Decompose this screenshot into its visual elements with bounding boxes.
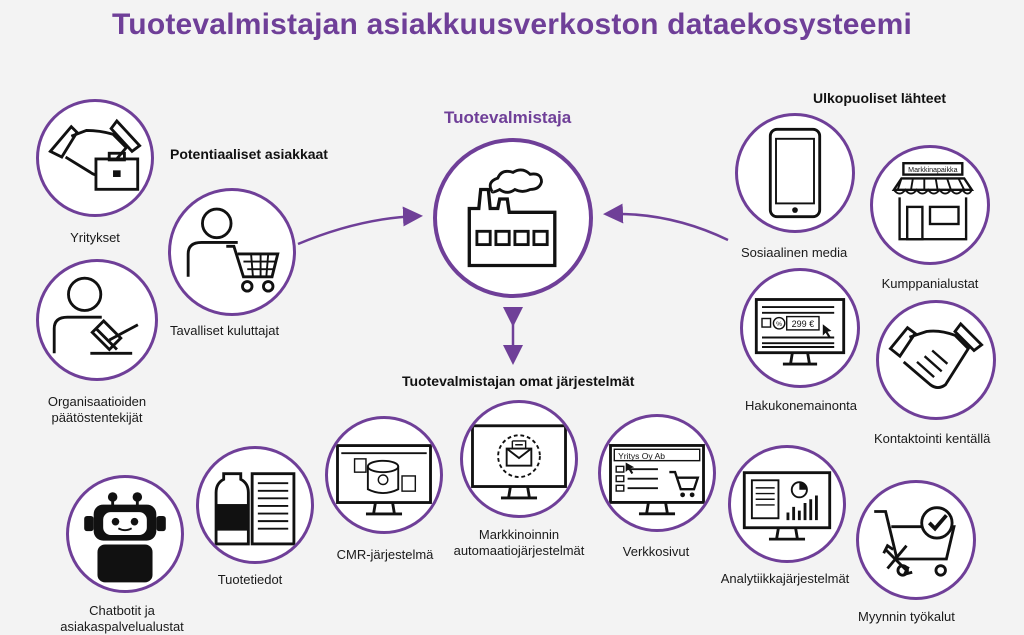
- chatbots-label: Chatbotit ja asiakaspalvelualustat: [60, 603, 184, 634]
- handshake-icon: [888, 321, 984, 389]
- partners-label: Kumppanialustat: [881, 276, 979, 291]
- social-media-node: [735, 113, 855, 233]
- product-info-label: Tuotetiedot: [217, 572, 283, 587]
- partners-node: Markkinapaikka: [870, 145, 990, 265]
- search-ads-node: % 299 €: [740, 268, 860, 388]
- manufacturer-label: Tuotevalmistaja: [444, 108, 572, 127]
- social-media-label: Sosiaalinen media: [741, 245, 848, 260]
- marketing-automation-node: [460, 400, 578, 518]
- email-monitor-icon: [471, 424, 567, 500]
- marketing-automation-label: Markkinoinnin automaatiojärjestelmät: [453, 527, 585, 558]
- organisations-node: [36, 259, 158, 381]
- sales-tools-node: [856, 480, 976, 600]
- analytics-node: [728, 445, 846, 563]
- smartphone-icon: [768, 127, 822, 219]
- shopper-cart-icon: [186, 207, 280, 293]
- field-contact-label: Kontaktointi kentällä: [874, 431, 991, 446]
- consumers-node: [168, 188, 296, 316]
- arrow-external-to-manufacturer: [603, 203, 729, 242]
- robot-icon: [84, 492, 166, 583]
- shop-sign-text: Markkinapaikka: [908, 166, 957, 174]
- consumers-label: Tavalliset kuluttajat: [170, 323, 280, 338]
- field-contact-node: [876, 300, 996, 420]
- percent-glyph: %: [776, 321, 782, 328]
- monitor-ad-icon: % 299 €: [754, 298, 846, 366]
- crm-monitor-icon: [336, 444, 432, 516]
- product-info-node: [196, 446, 314, 564]
- own-systems-heading: Tuotevalmistajan omat järjestelmät: [402, 373, 635, 389]
- website-label: Verkkosivut: [622, 544, 690, 559]
- cart-checkmark-icon: [874, 506, 956, 577]
- factory-icon: [467, 168, 557, 268]
- bottle-document-icon: [214, 472, 296, 546]
- companies-node: [36, 99, 154, 217]
- sales-tools-label: Myynnin työkalut: [858, 609, 955, 624]
- storefront-icon: Markkinapaikka: [891, 162, 975, 241]
- cmr-node: [325, 416, 443, 534]
- arrow-customers-to-manufacturer: [297, 206, 423, 246]
- potential-customers-heading: Potentiaaliset asiakkaat: [170, 146, 328, 162]
- website-node: Yritys Oy Ab: [598, 414, 716, 532]
- cmr-label: CMR-järjestelmä: [336, 547, 434, 562]
- handshake-briefcase-icon: [48, 118, 142, 191]
- external-sources-heading: Ulkopuoliset lähteet: [813, 90, 947, 106]
- page-title: Tuotevalmistajan asiakkuusverkoston data…: [112, 8, 912, 41]
- judge-gavel-icon: [52, 276, 139, 355]
- price-tag-text: 299 €: [792, 319, 815, 329]
- organisations-label: Organisaatioiden päätöstentekijät: [47, 394, 147, 425]
- website-monitor-icon: Yritys Oy Ab: [609, 444, 705, 516]
- chatbots-node: [66, 475, 184, 593]
- search-ads-label: Hakukonemainonta: [745, 398, 858, 413]
- companies-label: Yritykset: [70, 230, 120, 245]
- analytics-monitor-icon: [742, 471, 832, 541]
- company-name-text: Yritys Oy Ab: [618, 451, 665, 461]
- manufacturer-node: [433, 138, 593, 298]
- analytics-label: Analytiikkajärjestelmät: [720, 571, 850, 586]
